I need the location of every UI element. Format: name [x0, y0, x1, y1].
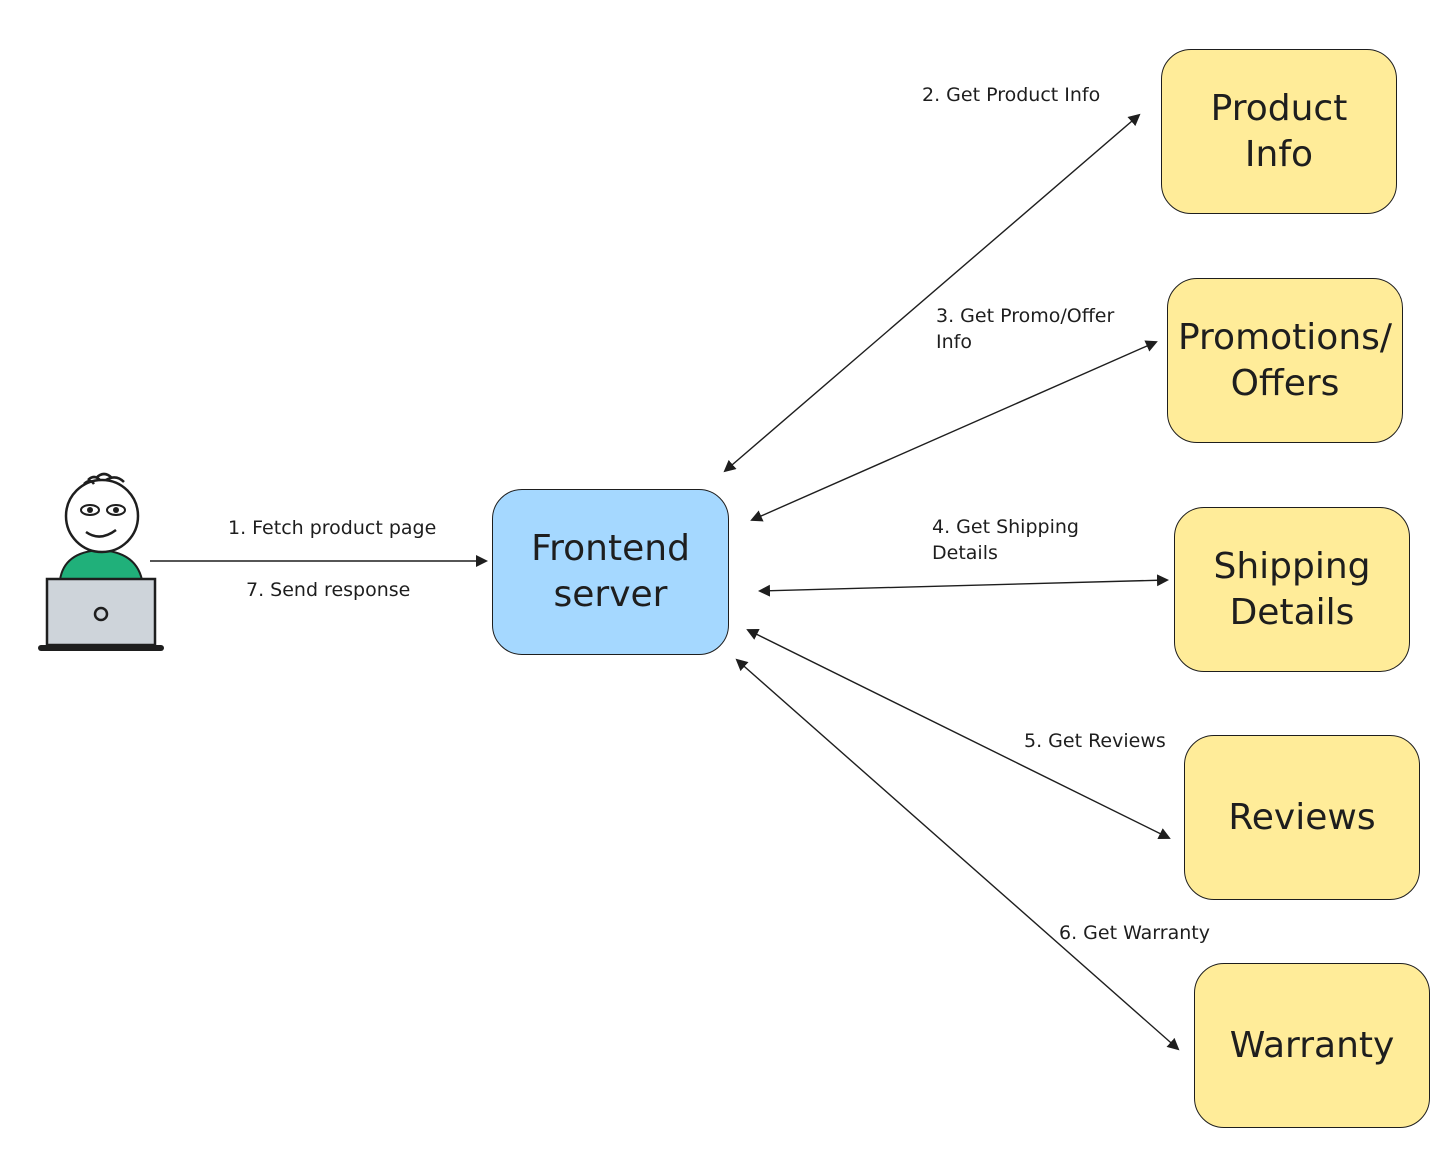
label-fetch-product-page: 1. Fetch product page — [228, 517, 437, 539]
label-send-response: 7. Send response — [246, 579, 411, 601]
edge-frontend-product-info — [723, 113, 1141, 473]
user-shirt — [58, 548, 144, 581]
label-get-reviews: 5. Get Reviews — [1024, 730, 1166, 752]
label-get-promo-offer-info: 3. Get Promo/Offer Info — [936, 305, 1115, 353]
node-warranty: Warranty — [1194, 963, 1430, 1128]
label-get-product-info: 2. Get Product Info — [922, 84, 1101, 106]
node-frontend-server: Frontend server — [492, 489, 729, 655]
node-product-info: Product Info — [1161, 49, 1397, 214]
label-get-warranty: 6. Get Warranty — [1059, 922, 1210, 944]
label-get-shipping-details: 4. Get Shipping Details — [932, 516, 1079, 564]
edge-frontend-warranty — [735, 658, 1180, 1051]
user-at-laptop-icon — [38, 472, 164, 651]
node-shipping-details: Shipping Details — [1174, 507, 1410, 672]
node-reviews: Reviews — [1184, 735, 1420, 900]
user-smile — [85, 528, 117, 538]
edge-frontend-promotions — [750, 340, 1158, 522]
edge-frontend-shipping — [758, 574, 1169, 597]
node-promotions-offers: Promotions/ Offers — [1167, 278, 1403, 443]
laptop-base — [38, 645, 164, 651]
laptop-logo — [93, 606, 109, 622]
connectors — [150, 113, 1180, 1051]
user-head — [64, 478, 140, 554]
laptop-screen — [45, 577, 157, 647]
user-hair — [83, 472, 125, 485]
